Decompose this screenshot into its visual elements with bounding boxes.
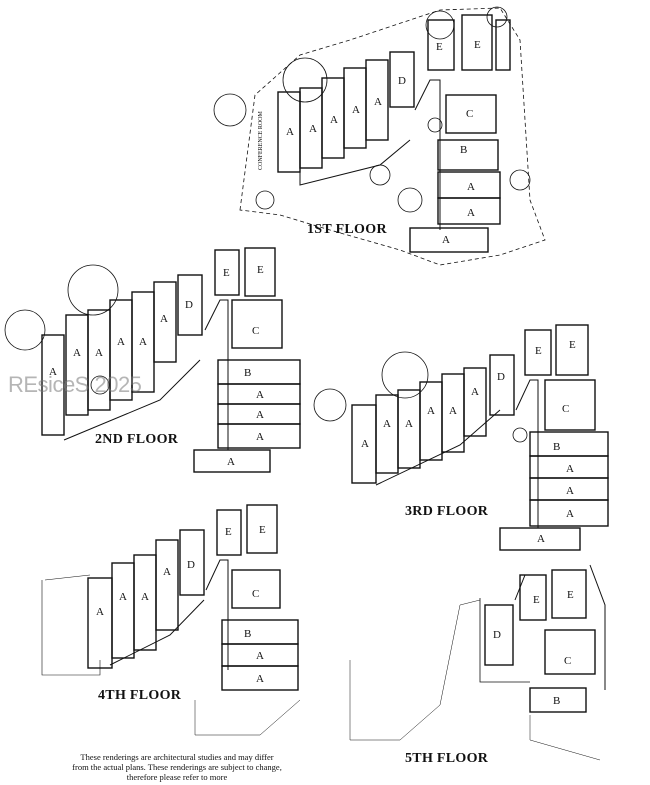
unit-a-label: A	[256, 409, 264, 421]
first-floor-title: 1ST FLOOR	[307, 222, 387, 237]
unit-a-label: A	[227, 456, 235, 468]
unit-a-label: A	[139, 336, 147, 348]
second-floor-unit-labels: A A A A A A D E E C B A A A A	[49, 264, 264, 468]
unit-e-label: E	[436, 41, 443, 53]
unit-a-label: A	[330, 114, 338, 126]
unit-d-label: D	[493, 629, 501, 641]
unit-a-label: A	[405, 418, 413, 430]
unit-a-label: A	[566, 463, 574, 475]
unit-c-label: C	[252, 325, 259, 337]
unit-e-label: E	[567, 589, 574, 601]
second-floor-title: 2ND FLOOR	[95, 432, 179, 447]
unit-a-label: A	[449, 405, 457, 417]
unit-b-label: B	[460, 144, 467, 156]
unit-c-label: C	[252, 588, 259, 600]
fourth-floor-unit-labels: A A A A D E E C B A A	[96, 524, 266, 685]
unit-a-label: A	[383, 418, 391, 430]
unit-a-label: A	[141, 591, 149, 603]
unit-b-label: B	[244, 367, 251, 379]
first-floor-unit-labels: A A A A A D E E C B A A A	[286, 39, 481, 246]
third-floor-title: 3RD FLOOR	[405, 504, 489, 519]
unit-a-label: A	[256, 431, 264, 443]
unit-a-label: A	[73, 347, 81, 359]
unit-a-label: A	[95, 347, 103, 359]
unit-a-label: A	[309, 123, 317, 135]
fourth-floor-plan	[41, 504, 301, 736]
third-floor-unit-labels: A A A A A A D E E C B A A A A	[361, 339, 576, 545]
unit-d-label: D	[187, 559, 195, 571]
unit-e-label: E	[569, 339, 576, 351]
unit-c-label: C	[564, 655, 571, 667]
fifth-floor-title: 5TH FLOOR	[405, 751, 489, 766]
unit-b-label: B	[244, 628, 251, 640]
unit-a-label: A	[471, 386, 479, 398]
fifth-floor-plan	[349, 564, 606, 761]
unit-a-label: A	[442, 234, 450, 246]
second-floor-plan	[4, 247, 301, 473]
unit-a-label: A	[566, 508, 574, 520]
watermark: REsiceS 2025	[8, 372, 142, 397]
unit-d-label: D	[497, 371, 505, 383]
unit-d-label: D	[185, 299, 193, 311]
unit-a-label: A	[160, 313, 168, 325]
unit-a-label: A	[467, 207, 475, 219]
unit-a-label: A	[566, 485, 574, 497]
unit-a-label: A	[117, 336, 125, 348]
unit-a-label: A	[467, 181, 475, 193]
unit-e-label: E	[474, 39, 481, 51]
unit-a-label: A	[256, 673, 264, 685]
unit-a-label: A	[352, 104, 360, 116]
third-floor-plan	[313, 324, 609, 551]
unit-a-label: A	[96, 606, 104, 618]
unit-a-label: A	[537, 533, 545, 545]
fifth-floor-unit-labels: D E E C B	[493, 589, 574, 707]
unit-b-label: B	[553, 441, 560, 453]
unit-e-label: E	[533, 594, 540, 606]
unit-e-label: E	[225, 526, 232, 538]
unit-a-label: A	[286, 126, 294, 138]
conference-room-label: CONFERENCE ROOM	[258, 110, 264, 170]
unit-a-label: A	[163, 566, 171, 578]
unit-e-label: E	[535, 345, 542, 357]
unit-e-label: E	[257, 264, 264, 276]
unit-c-label: C	[562, 403, 569, 415]
disclaimer-text: These renderings are architectural studi…	[72, 752, 282, 782]
fourth-floor-title: 4TH FLOOR	[98, 688, 182, 703]
first-floor-plan	[213, 6, 546, 266]
unit-a-label: A	[119, 591, 127, 603]
unit-a-label: A	[374, 96, 382, 108]
unit-e-label: E	[259, 524, 266, 536]
unit-e-label: E	[223, 267, 230, 279]
unit-a-label: A	[427, 405, 435, 417]
unit-a-label: A	[49, 366, 57, 378]
unit-d-label: D	[398, 75, 406, 87]
unit-b-label: B	[553, 695, 560, 707]
unit-a-label: A	[256, 389, 264, 401]
unit-c-label: C	[466, 108, 473, 120]
unit-a-label: A	[361, 438, 369, 450]
unit-a-label: A	[256, 650, 264, 662]
